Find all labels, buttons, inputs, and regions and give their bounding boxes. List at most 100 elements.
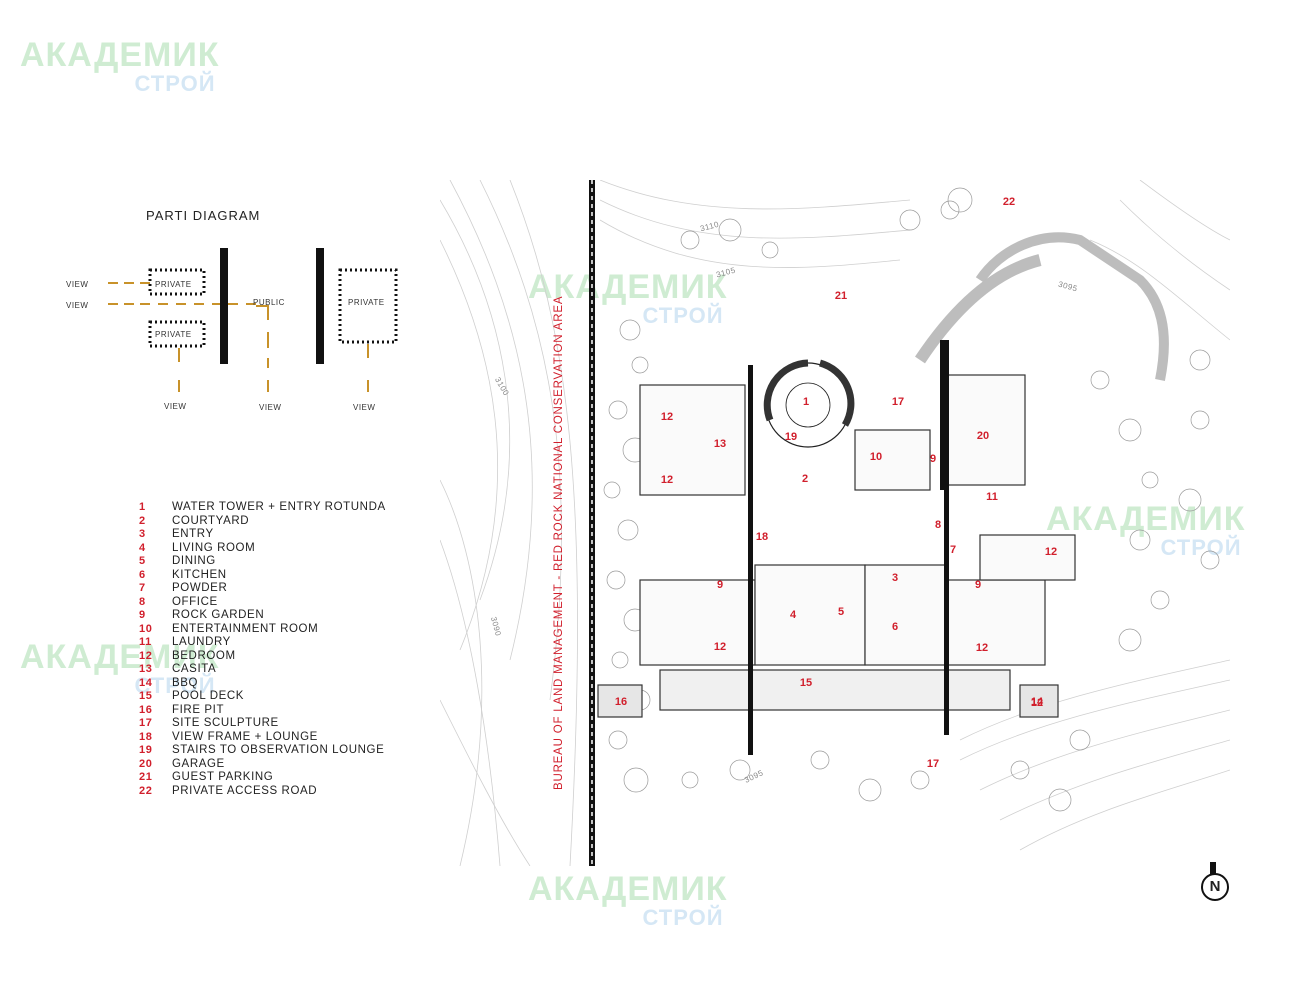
- legend-item: 1 WATER TOWER + ENTRY ROTUNDA: [139, 501, 386, 515]
- watermark-line1: АКАДЕМИК: [20, 36, 220, 74]
- legend-label: ENTRY: [172, 528, 214, 540]
- central-living: [754, 564, 866, 666]
- spine-walls: [748, 340, 949, 755]
- east-bedroom-wing: [944, 579, 1046, 666]
- north-arrow-icon: N: [1201, 873, 1229, 901]
- watermark-left-middle: АКАДЕМИК СТРОЙ: [20, 640, 220, 698]
- plan-marker: 19: [784, 431, 798, 443]
- plan-marker: 17: [891, 396, 905, 408]
- watermark-plan-top: АКАДЕМИК СТРОЙ: [528, 270, 728, 328]
- legend-number: 9: [139, 609, 146, 621]
- legend-item: 12 BEDROOM: [139, 650, 236, 664]
- legend-number: 21: [139, 771, 153, 783]
- legend-number: 20: [139, 757, 153, 770]
- watermark-line2: СТРОЙ: [642, 905, 724, 930]
- legend-number: 6: [139, 568, 146, 581]
- private-label-2: PRIVATE: [155, 330, 192, 339]
- plan-marker: 9: [929, 453, 937, 465]
- legend-number: 16: [139, 703, 153, 716]
- legend-number: 4: [139, 541, 146, 554]
- plan-marker: 7: [949, 544, 957, 556]
- entertainment-room: [854, 429, 931, 491]
- legend-item: 11 LAUNDRY: [139, 636, 231, 650]
- plan-marker: 16: [614, 696, 628, 708]
- legend-number: 3: [139, 528, 146, 540]
- legend-label: KITCHEN: [172, 568, 227, 581]
- legend-label: COURTYARD: [172, 514, 250, 527]
- legend-number: 11: [139, 636, 152, 648]
- site-plan: [440, 180, 1230, 866]
- plan-marker: 18: [755, 531, 769, 543]
- legend-label: VIEW FRAME + LOUNGE: [172, 730, 318, 743]
- view-label-4: VIEW: [259, 403, 282, 412]
- legend-number: 19: [139, 744, 153, 756]
- plan-marker: 9: [974, 579, 982, 591]
- building: [597, 374, 1076, 718]
- legend-number: 1: [139, 501, 146, 513]
- plan-marker: 10: [869, 451, 883, 463]
- landscape-trees: [603, 187, 1220, 812]
- private-label-3: PRIVATE: [348, 298, 385, 307]
- watermark-plan-right: АКАДЕМИК СТРОЙ: [1046, 502, 1246, 560]
- private-label-1: PRIVATE: [155, 280, 192, 289]
- legend-number: 10: [139, 622, 153, 635]
- legend-number: 5: [139, 555, 146, 567]
- legend-label: LAUNDRY: [172, 636, 231, 648]
- plan-marker: 12: [713, 641, 727, 653]
- plan-marker: 4: [789, 609, 797, 621]
- legend-label: SITE SCULPTURE: [172, 717, 279, 729]
- plan-marker: 5: [837, 606, 845, 618]
- plan-marker: 20: [976, 430, 990, 442]
- view-label-5: VIEW: [353, 403, 376, 412]
- watermark-line1: АКАДЕМИК: [528, 268, 728, 306]
- public-label: PUBLIC: [253, 298, 285, 307]
- watermark-line1: АКАДЕМИК: [528, 870, 728, 908]
- legend-number: 22: [139, 784, 153, 797]
- private-box-right: [338, 268, 398, 344]
- plan-marker: 17: [926, 758, 940, 770]
- private-access-road: [975, 232, 1169, 381]
- legend-item: 20 GARAGE: [139, 758, 225, 772]
- legend-item: 15 POOL DECK: [139, 690, 244, 704]
- watermark-line1: АКАДЕМИК: [1046, 500, 1246, 538]
- legend-label: GARAGE: [172, 757, 225, 770]
- legend-item: 3 ENTRY: [139, 528, 214, 542]
- plan-marker: 21: [834, 290, 848, 302]
- plan-marker: 9: [716, 579, 724, 591]
- kitchen-block: [864, 564, 946, 666]
- private-box-top: [148, 268, 206, 296]
- west-bedroom-wing: [639, 579, 756, 666]
- legend-label: WATER TOWER + ENTRY ROTUNDA: [172, 501, 386, 513]
- east-bedroom-upper: [979, 534, 1076, 581]
- legend-label: BEDROOM: [172, 649, 236, 662]
- legend-number: 12: [139, 649, 153, 662]
- plan-marker: 15: [799, 677, 813, 689]
- watermark-top-left: АКАДЕМИК СТРОЙ: [20, 38, 220, 96]
- legend-label: PRIVATE ACCESS ROAD: [172, 784, 318, 797]
- plan-marker: 2: [801, 473, 809, 485]
- view-label-1: VIEW: [66, 280, 89, 289]
- watermark-line2: СТРОЙ: [134, 673, 216, 698]
- legend-number: 7: [139, 582, 146, 594]
- plan-marker: 1: [802, 396, 810, 408]
- legend-label: DINING: [172, 555, 216, 567]
- legend-number: 18: [139, 730, 153, 743]
- north-arrow-stem: [1210, 862, 1216, 874]
- legend-label: POOL DECK: [172, 690, 245, 702]
- watermark-bottom: АКАДЕМИК СТРОЙ: [528, 872, 728, 930]
- legend-item: 18 VIEW FRAME + LOUNGE: [139, 731, 318, 745]
- legend-number: 17: [139, 717, 153, 729]
- legend-label: BBQ: [172, 676, 199, 689]
- plan-marker: 14: [1030, 696, 1044, 708]
- legend-number: 15: [139, 690, 153, 702]
- parti-diagram: [108, 248, 398, 392]
- legend-label: FIRE PIT: [172, 703, 225, 716]
- private-box-bottom: [148, 320, 206, 348]
- boundary-label: BUREAU OF LAND MANAGEMENT - RED ROCK NAT…: [553, 295, 565, 790]
